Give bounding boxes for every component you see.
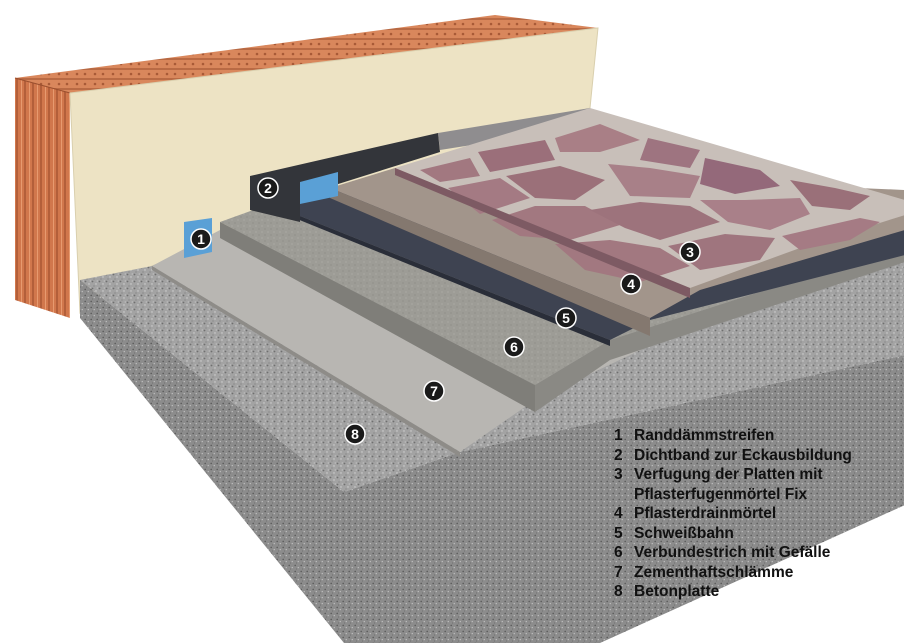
baseboard-strip — [438, 108, 592, 150]
screed-front — [220, 222, 535, 412]
svg-text:3: 3 — [686, 244, 694, 260]
screed-side — [535, 245, 904, 412]
legend-item: 4 Pflasterdrainmörtel — [614, 504, 899, 524]
marker-1: 1 — [190, 228, 212, 250]
marker-3: 3 — [679, 241, 701, 263]
svg-text:8: 8 — [351, 426, 359, 442]
brick-wall-end — [15, 78, 70, 318]
stone-tile — [608, 164, 700, 198]
brick-wall — [14, 15, 598, 318]
legend-label: Randdämmstreifen — [634, 427, 775, 444]
legend-number: 3 — [614, 466, 623, 483]
marker-8: 8 — [344, 423, 366, 445]
marker-2: 2 — [257, 177, 279, 199]
svg-text:6: 6 — [510, 339, 518, 355]
legend-number: 7 — [614, 563, 623, 581]
legend-item: 1 Randdämmstreifen — [614, 426, 899, 446]
stone-tile — [555, 124, 640, 152]
stone-tile — [448, 178, 530, 214]
marker-7: 7 — [423, 380, 445, 402]
legend-label: Dichtband zur Eckausbildung — [634, 446, 852, 464]
marker-6: 6 — [503, 336, 525, 358]
sealing-tape — [250, 133, 440, 222]
legend-label: Betonplatte — [634, 583, 720, 600]
edge-strip-upper — [300, 172, 338, 204]
legend-item: 6 Verbundestrich mit Gefälle — [614, 543, 899, 563]
stone-tile — [700, 158, 780, 194]
legend-number: 2 — [614, 446, 623, 464]
stone-tile — [790, 180, 870, 210]
marker-4: 4 — [620, 273, 642, 295]
legend-number: 1 — [614, 427, 623, 444]
legend-label: Verfugung der Platten mit Pflasterfugenm… — [634, 466, 823, 503]
stone-tile-front-edge — [395, 168, 690, 298]
legend-number: 5 — [614, 524, 623, 542]
legend-number: 6 — [614, 544, 623, 561]
legend-label: Verbundestrich mit Gefälle — [634, 544, 831, 561]
legend-label: Zementhaftschlämme — [634, 563, 794, 581]
legend-item: 7 Zementhaftschlämme — [614, 563, 899, 583]
stone-tile — [420, 158, 480, 182]
stone-tile — [590, 202, 720, 240]
svg-text:2: 2 — [264, 180, 272, 196]
legend-item: 8 Betonplatte — [614, 582, 899, 602]
drain-mortar-front — [330, 188, 650, 336]
brick-wall-top — [15, 15, 598, 93]
legend-number: 4 — [614, 505, 623, 522]
stone-tile — [506, 166, 605, 200]
svg-text:7: 7 — [430, 383, 438, 399]
stone-tile — [700, 198, 810, 230]
legend-label: Schweißbahn — [634, 524, 734, 542]
svg-text:4: 4 — [627, 276, 635, 292]
legend-item: 2 Dichtband zur Eckausbildung — [614, 446, 899, 466]
marker-5: 5 — [555, 307, 577, 329]
legend-item: 5 Schweißbahn — [614, 524, 899, 544]
legend-item: 3 Verfugung der Platten mit Pflasterfuge… — [614, 465, 899, 504]
stone-tile — [492, 206, 620, 240]
concrete-slab-front — [80, 280, 344, 643]
concrete-slab-side — [344, 355, 904, 643]
stone-tile — [640, 138, 700, 168]
legend-number: 8 — [614, 583, 623, 600]
svg-text:5: 5 — [562, 310, 570, 326]
stone-tile — [782, 218, 880, 250]
legend-label: Pflasterdrainmörtel — [634, 505, 777, 522]
stone-tile — [478, 140, 555, 172]
stone-tile-surface — [395, 108, 904, 298]
layer-legend: 1 Randdämmstreifen 2 Dichtband zur Eckau… — [614, 426, 899, 602]
svg-text:1: 1 — [197, 231, 205, 247]
